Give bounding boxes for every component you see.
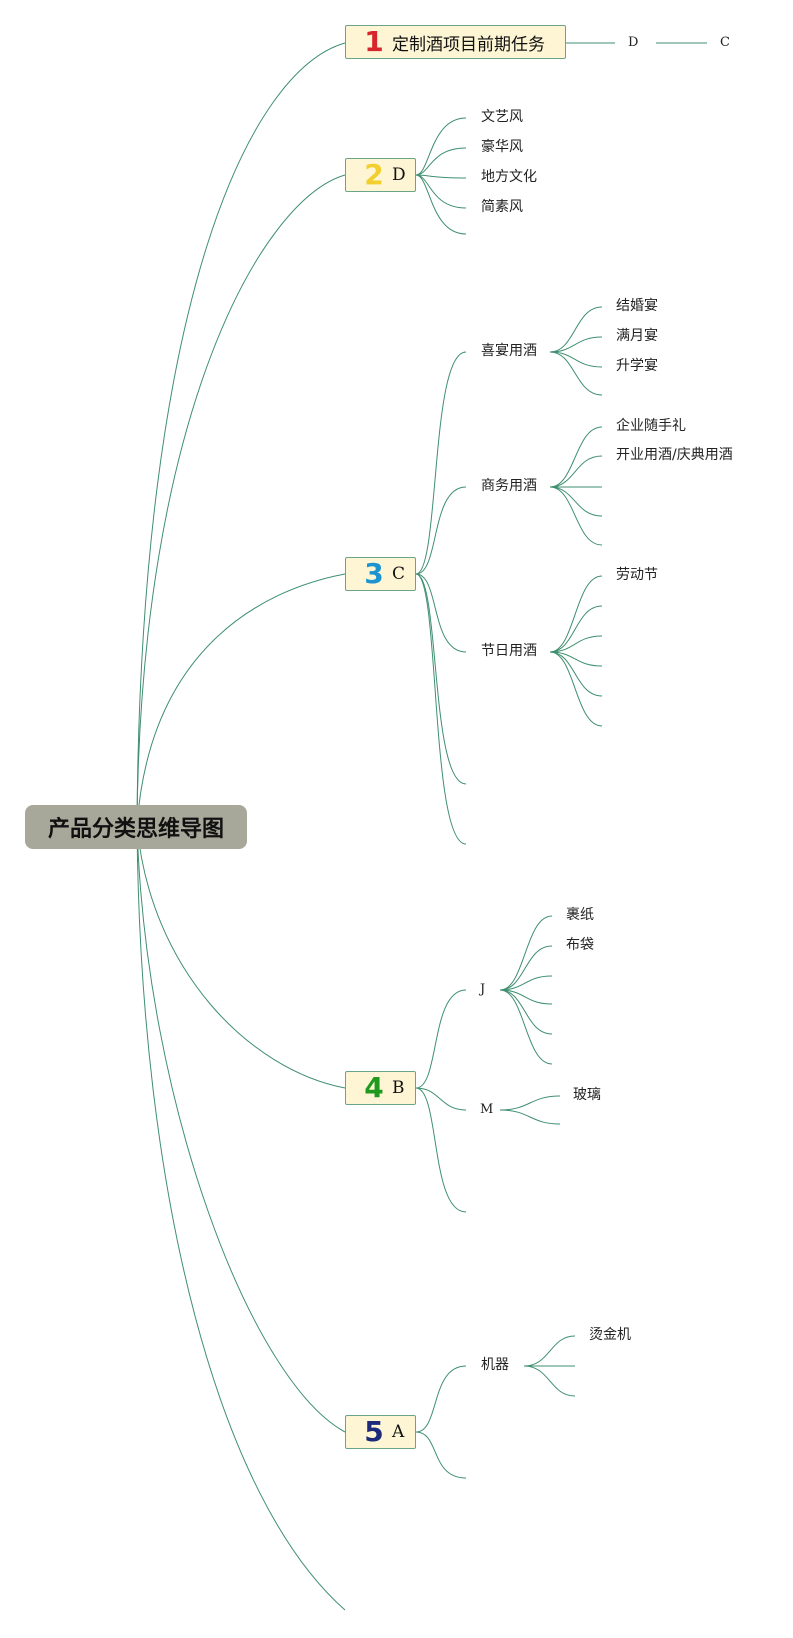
topic-5-label: A xyxy=(392,1422,405,1442)
topic-4-label: B xyxy=(392,1078,405,1098)
subtopic-shangwu[interactable]: 商务用酒 xyxy=(481,478,537,494)
topic-3-label: C xyxy=(392,564,406,584)
number-5-icon: 5 xyxy=(364,1415,384,1448)
xiyan-item[interactable]: 升学宴 xyxy=(616,358,658,374)
edge-root-topic3 xyxy=(136,573,346,826)
shangwu-item[interactable]: 企业随手礼 xyxy=(616,418,686,434)
number-2-icon: 2 xyxy=(364,158,384,191)
subtopic-j[interactable]: J xyxy=(480,982,486,997)
root-label: 产品分类思维导图 xyxy=(47,817,224,842)
edge-root-topic1 xyxy=(136,42,346,826)
jieri-item[interactable]: 劳动节 xyxy=(616,567,658,583)
topic-1-grandchild-c[interactable]: C xyxy=(720,35,730,50)
subtopic-jieri[interactable]: 节日用酒 xyxy=(481,643,537,659)
number-1-icon: 1 xyxy=(364,25,384,58)
j-item[interactable]: 布袋 xyxy=(566,937,594,953)
topic-4[interactable]: 4 B xyxy=(345,1071,416,1105)
topic-1-child-d[interactable]: D xyxy=(628,35,639,50)
root-node[interactable]: 产品分类思维导图 xyxy=(25,805,247,849)
xiyan-item[interactable]: 满月宴 xyxy=(616,328,658,344)
edge-root-topic4 xyxy=(136,824,346,1089)
topic-2-item[interactable]: 简素风 xyxy=(481,199,523,215)
topic-1-label: 定制酒项目前期任务 xyxy=(392,34,545,55)
number-3-icon: 3 xyxy=(364,557,384,590)
edge-root-extra xyxy=(136,824,346,1611)
j-item[interactable]: 裹纸 xyxy=(566,907,594,923)
subtopic-m[interactable]: M xyxy=(480,1102,494,1117)
topic-3[interactable]: 3 C xyxy=(345,557,416,591)
topic-2-label: D xyxy=(392,165,406,185)
subtopic-jiqi[interactable]: 机器 xyxy=(481,1357,509,1373)
edge-root-topic2 xyxy=(136,174,346,826)
m-item[interactable]: 玻璃 xyxy=(573,1087,601,1103)
number-4-icon: 4 xyxy=(364,1071,384,1104)
shangwu-item[interactable]: 开业用酒/庆典用酒 xyxy=(616,447,733,463)
xiyan-item[interactable]: 结婚宴 xyxy=(616,298,658,314)
subtopic-xiyan[interactable]: 喜宴用酒 xyxy=(481,343,537,359)
topic-1[interactable]: 1 定制酒项目前期任务 xyxy=(345,25,566,59)
jiqi-item[interactable]: 烫金机 xyxy=(589,1327,631,1343)
topic-2-item[interactable]: 地方文化 xyxy=(481,169,537,185)
edge-root-topic5 xyxy=(136,824,346,1433)
topic-2[interactable]: 2 D xyxy=(345,158,416,192)
topic-5[interactable]: 5 A xyxy=(345,1415,416,1449)
topic-2-item[interactable]: 文艺风 xyxy=(481,109,523,125)
topic-2-item[interactable]: 豪华风 xyxy=(481,139,523,155)
